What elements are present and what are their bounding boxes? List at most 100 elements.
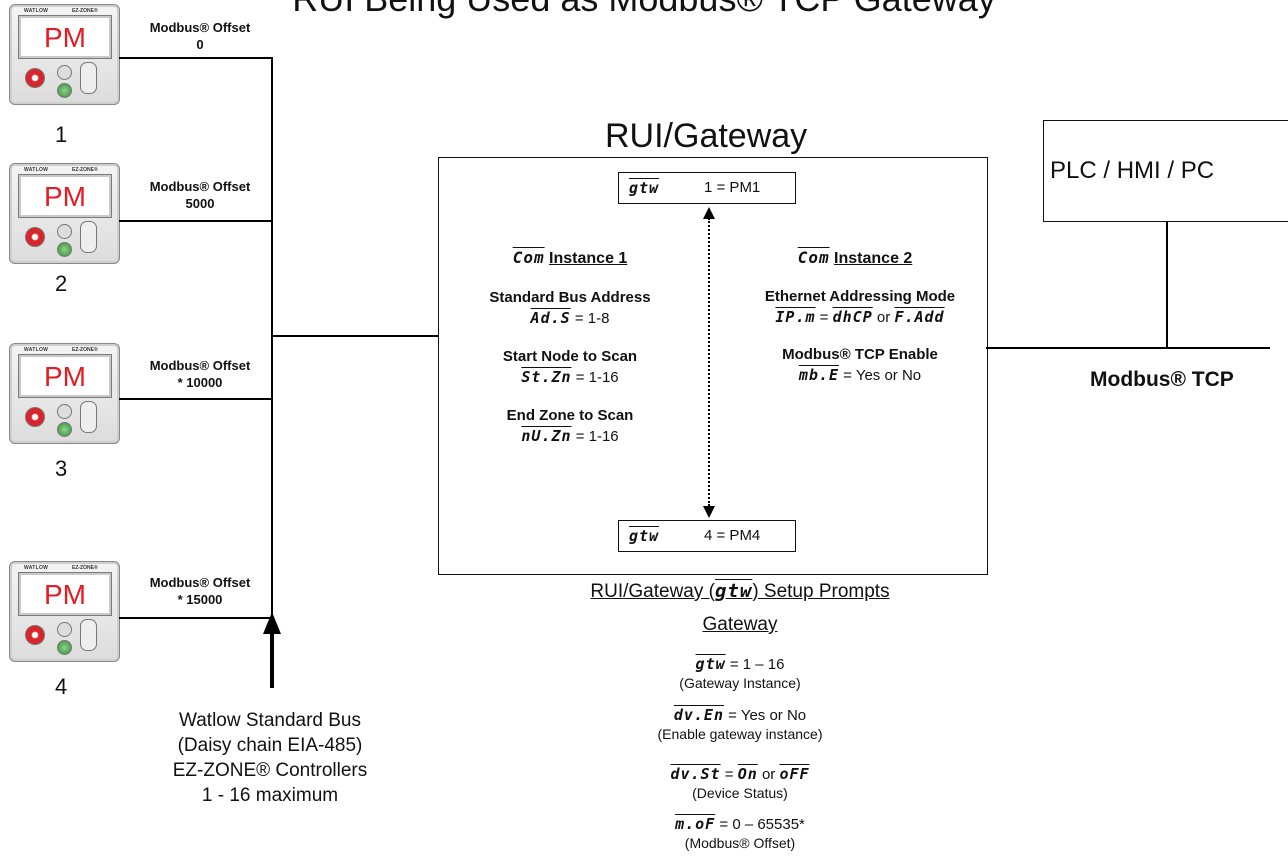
plc-label: PLC / HMI / PC bbox=[1050, 157, 1215, 184]
setup-subtitle: Gateway bbox=[702, 614, 778, 635]
option-a: On bbox=[737, 765, 758, 783]
plc-box: PLC / HMI / PC bbox=[1043, 120, 1288, 222]
param-value: = 1 – 16 bbox=[729, 656, 785, 673]
bus-branch-2 bbox=[119, 220, 273, 222]
gateway-top-prompt: gtw 1 = PM1 bbox=[618, 172, 796, 204]
gtw-code: gtw bbox=[629, 179, 660, 197]
infinity-key-icon bbox=[25, 68, 45, 88]
gtw-code: gtw bbox=[629, 527, 660, 545]
setup-desc: (Device Status) bbox=[692, 785, 788, 801]
bus-caption-line: 1 - 16 maximum bbox=[201, 785, 339, 806]
setup-title: RUI/Gateway (gtw) Setup Prompts bbox=[500, 580, 980, 603]
green-key-icon bbox=[57, 422, 72, 437]
option-b: F.Add bbox=[894, 308, 945, 326]
option-separator: or bbox=[876, 309, 891, 326]
controller-number: 2 bbox=[55, 271, 68, 296]
param-value: = 1-16 bbox=[575, 369, 619, 386]
offset-title: Modbus® Offset bbox=[149, 20, 251, 35]
instance-1-heading: Com Instance 1 bbox=[450, 248, 690, 268]
bus-caption: Watlow Standard Bus (Daisy chain EIA-485… bbox=[130, 708, 410, 808]
display-text: PM bbox=[44, 22, 86, 53]
controller-2: WATLOW EZ-ZONE® PM bbox=[9, 163, 120, 264]
display-text: PM bbox=[44, 579, 86, 610]
up-down-keys-icon bbox=[80, 619, 97, 651]
advance-key-icon bbox=[57, 65, 72, 80]
diagram-title: RUI Being Used as Modbus® TCP Gateway bbox=[0, 0, 1288, 20]
gateway-heading: RUI/Gateway bbox=[605, 117, 808, 155]
item-label: Ethernet Addressing Mode bbox=[764, 288, 956, 305]
item-label: Start Node to Scan bbox=[502, 348, 638, 365]
offset-title: Modbus® Offset bbox=[149, 575, 251, 590]
instance-2-item: Ethernet Addressing Mode IP.m = dhCP or … bbox=[700, 287, 1020, 328]
controller-number: 4 bbox=[55, 674, 68, 699]
setup-row: dv.En = Yes or No(Enable gateway instanc… bbox=[560, 706, 920, 744]
green-key-icon bbox=[57, 83, 72, 98]
setup-setting: m.oF = 0 – 65535* bbox=[560, 815, 920, 834]
setup-desc: (Modbus® Offset) bbox=[684, 835, 796, 851]
param-code: m.oF bbox=[675, 815, 716, 833]
controller-display: PM bbox=[18, 354, 112, 398]
param-code: mb.E bbox=[798, 366, 839, 384]
param-code: dv.St bbox=[670, 765, 721, 783]
display-text: PM bbox=[44, 361, 86, 392]
controller-display: PM bbox=[18, 174, 112, 218]
item-label: Modbus® TCP Enable bbox=[782, 346, 938, 363]
setup-row: dv.St = On or oFF (Device Status) bbox=[560, 765, 920, 803]
controller-brand: WATLOW bbox=[24, 8, 49, 14]
option-b: oFF bbox=[779, 765, 810, 783]
scan-range-dotted-line bbox=[708, 218, 710, 506]
param-code: St.Zn bbox=[521, 368, 572, 386]
green-key-icon bbox=[57, 242, 72, 257]
bus-trunk bbox=[271, 57, 273, 619]
advance-key-icon bbox=[57, 224, 72, 239]
item-setting: Ad.S = 1-8 bbox=[440, 308, 700, 329]
param-code: IP.m bbox=[775, 308, 816, 326]
bottom-prompt-value: 4 = PM4 bbox=[704, 527, 761, 544]
offset-label: Modbus® Offset* 15000 bbox=[130, 574, 270, 608]
item-label: End Zone to Scan bbox=[506, 407, 634, 424]
setup-setting: gtw = 1 – 16 bbox=[560, 655, 920, 674]
tcp-label: Modbus® TCP bbox=[1090, 368, 1234, 391]
controller-model: EZ-ZONE® bbox=[72, 167, 98, 173]
offset-title: Modbus® Offset bbox=[149, 179, 251, 194]
offset-value: * 10000 bbox=[177, 375, 223, 390]
green-key-icon bbox=[57, 640, 72, 655]
controller-number: 1 bbox=[55, 122, 68, 147]
setup-desc: (Gateway Instance) bbox=[679, 675, 801, 691]
bus-arrow-head bbox=[263, 612, 281, 634]
param-value: = 1-8 bbox=[574, 310, 610, 327]
option-a: dhCP bbox=[832, 308, 873, 326]
instance-2-title: Instance 2 bbox=[834, 250, 913, 267]
display-text: PM bbox=[44, 181, 86, 212]
bus-caption-line: Watlow Standard Bus bbox=[179, 710, 361, 731]
bus-branch-4 bbox=[119, 617, 273, 619]
controller-model: EZ-ZONE® bbox=[72, 8, 98, 14]
offset-label: Modbus® Offset* 10000 bbox=[130, 357, 270, 391]
setup-setting: dv.St = On or oFF bbox=[670, 765, 810, 783]
offset-value: 0 bbox=[196, 37, 204, 52]
scan-range-arrow-down bbox=[703, 506, 715, 518]
controller-display: PM bbox=[18, 15, 112, 59]
param-code: Ad.S bbox=[530, 309, 571, 327]
instance-1-title: Instance 1 bbox=[549, 250, 628, 267]
param-value: = Yes or No bbox=[728, 707, 807, 724]
controller-model: EZ-ZONE® bbox=[72, 565, 98, 571]
bus-to-gateway-line bbox=[271, 335, 439, 337]
option-separator: or bbox=[761, 766, 776, 783]
item-label: Standard Bus Address bbox=[489, 289, 651, 306]
bus-branch-3 bbox=[119, 398, 273, 400]
param-code: dv.En bbox=[673, 706, 724, 724]
up-down-keys-icon bbox=[80, 221, 97, 253]
item-setting: IP.m = dhCP or F.Add bbox=[775, 308, 945, 326]
controller-model: EZ-ZONE® bbox=[72, 347, 98, 353]
plc-drop-line bbox=[1166, 221, 1168, 348]
bus-caption-line: EZ-ZONE® Controllers bbox=[172, 760, 368, 781]
param-value: = 0 – 65535* bbox=[719, 816, 805, 833]
controller-brand: WATLOW bbox=[24, 167, 49, 173]
